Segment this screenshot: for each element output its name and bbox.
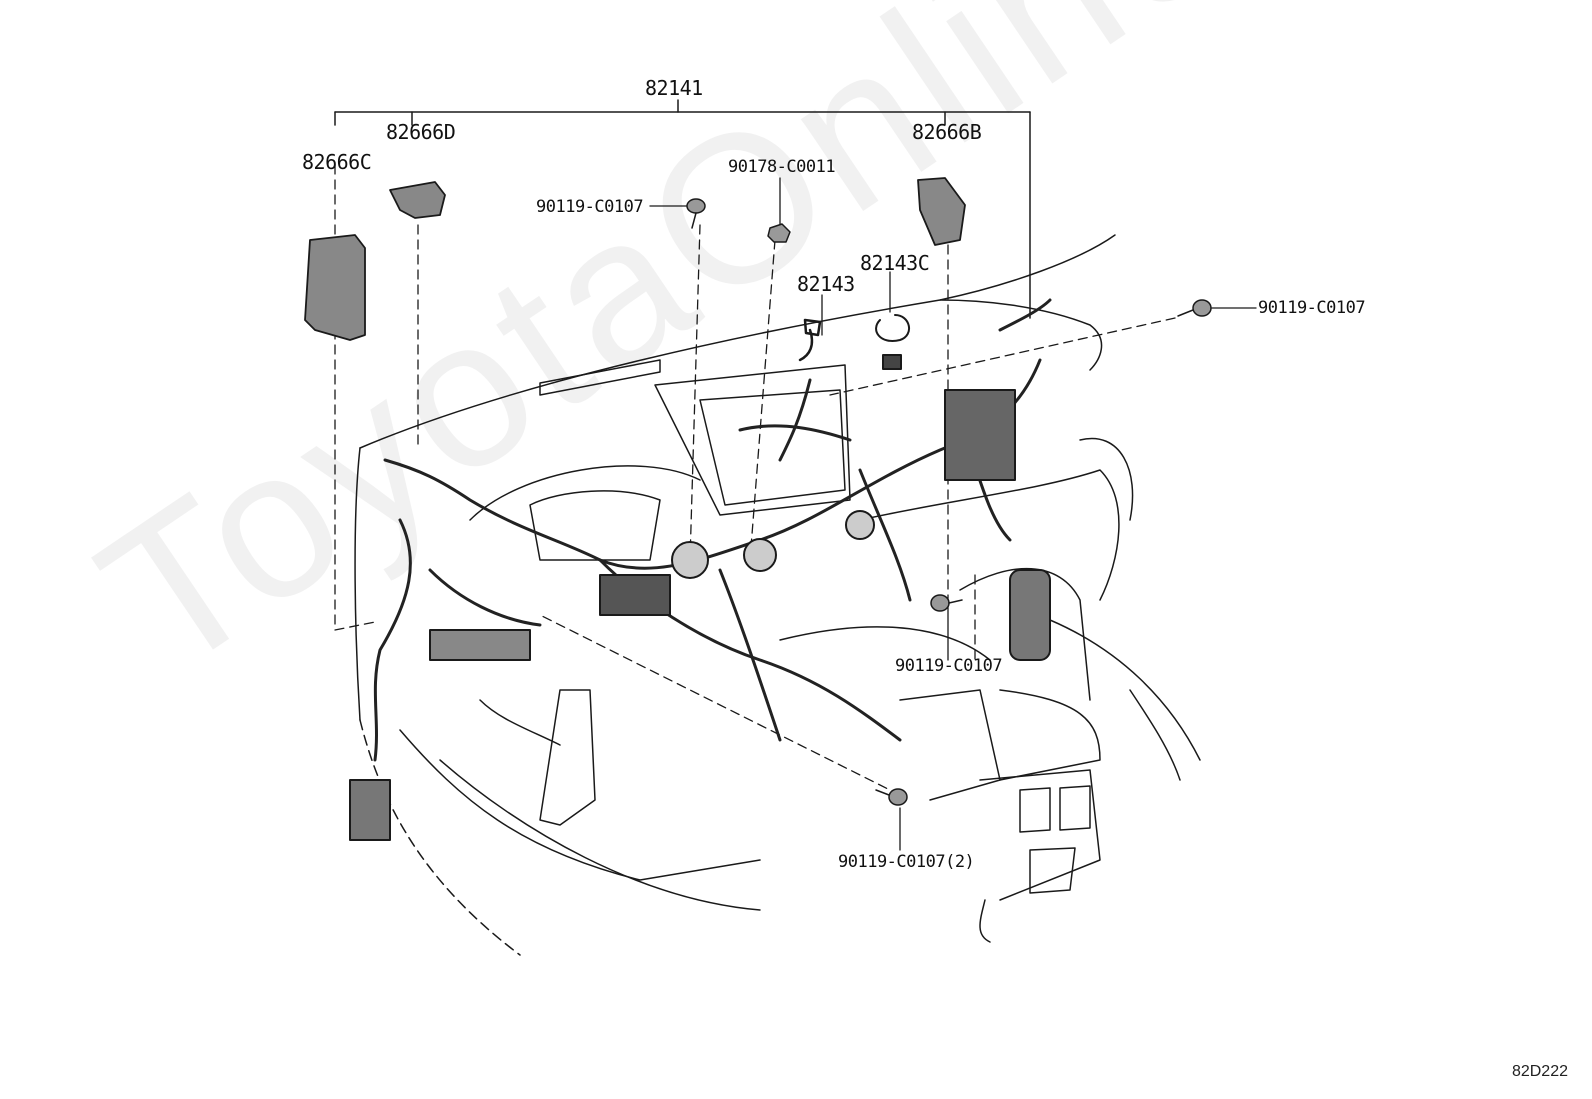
label-90119-c0107-d: 90119-C0107(2) bbox=[838, 852, 975, 872]
label-leaders bbox=[649, 177, 1257, 851]
bracket-82666b bbox=[917, 177, 966, 246]
label-82141: 82141 bbox=[645, 76, 703, 100]
label-82143c: 82143C bbox=[860, 251, 930, 275]
bolt-90119-c0107-a bbox=[686, 198, 706, 229]
bracket-82666c bbox=[304, 234, 366, 341]
leader-lines bbox=[334, 164, 1176, 796]
bolt-90119-c0107-d bbox=[875, 788, 908, 806]
bolt-90119-c0107-c bbox=[930, 594, 963, 612]
connector-82143 bbox=[798, 318, 822, 362]
dashboard-outline bbox=[354, 234, 1201, 956]
bracket-82141 bbox=[334, 99, 1031, 319]
bracket-82666d bbox=[389, 181, 446, 219]
diagram-code: 82D222 bbox=[1511, 1063, 1568, 1080]
label-82143: 82143 bbox=[797, 272, 855, 296]
label-90119-c0107-a: 90119-C0107 bbox=[536, 197, 644, 217]
nut-90178-c0011 bbox=[767, 223, 791, 243]
connector-blocks bbox=[349, 389, 1051, 841]
bolt-90119-c0107-b bbox=[1177, 299, 1212, 317]
label-90178-c0011: 90178-C0011 bbox=[728, 157, 836, 177]
label-82666c: 82666C bbox=[302, 150, 372, 174]
connector-82143c bbox=[875, 314, 910, 370]
label-90119-c0107-b: 90119-C0107 bbox=[1258, 298, 1366, 318]
label-90119-c0107-c: 90119-C0107 bbox=[895, 656, 1003, 676]
label-82666b: 82666B bbox=[912, 120, 982, 144]
label-82666d: 82666D bbox=[386, 120, 456, 144]
